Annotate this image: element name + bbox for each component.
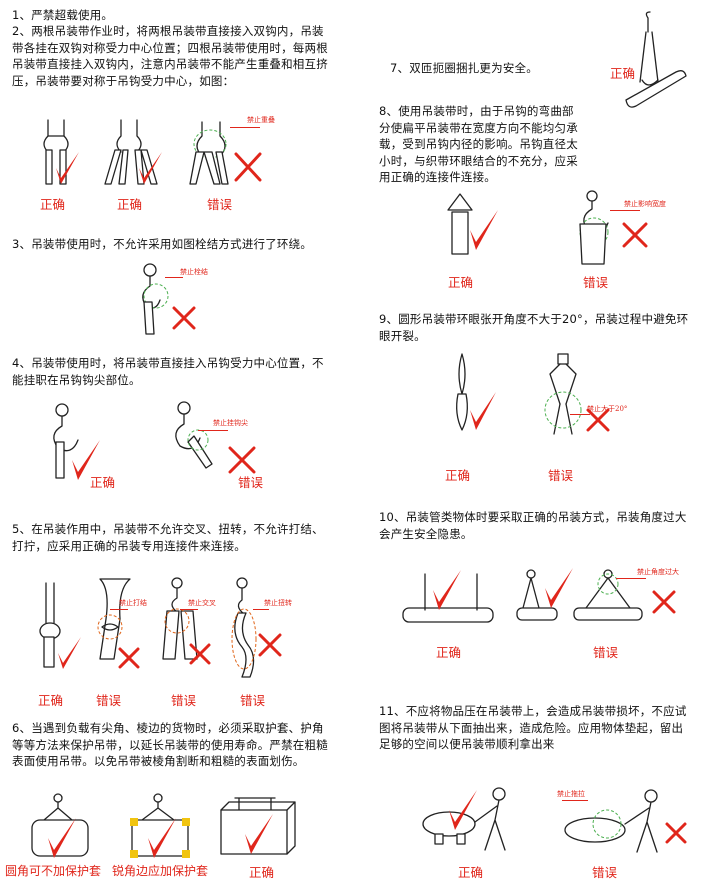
note-cross: 禁止交叉 [188,599,216,607]
fig11-correct-blocked [422,787,506,851]
note-width: 禁止影响宽度 [624,200,666,208]
fig10-label-correct: 正确 [436,645,462,660]
fig11-label-correct: 正确 [458,865,484,880]
fig5-correct-connector [39,582,81,669]
fig6-correct-box [220,797,296,855]
fig9-correct-eye [456,353,496,431]
fig8-label-wrong: 错误 [583,275,609,290]
fig6-sharp-corner [130,793,190,858]
fig4-correct [53,403,100,480]
fig6-round-corner [31,793,89,858]
fig9-label-correct: 正确 [445,468,471,483]
fig10-correct-basket [516,568,573,621]
note-tie: 禁止栓结 [180,268,208,276]
fig4-label-wrong: 错误 [238,475,264,490]
fig2-label-correct-2: 正确 [117,197,143,212]
fig10-wrong-angle [573,569,676,621]
fig5-wrong-cross [162,577,211,665]
fig2-label-wrong: 错误 [207,197,233,212]
fig10-correct-two-slings [402,570,494,623]
fig11-wrong-pull [564,789,687,853]
fig8-label-correct: 正确 [448,275,474,290]
rule-1-text: 1、严禁超载使用。 [12,8,114,22]
fig8-wrong-width [579,190,648,265]
note-angle-big: 禁止角度过大 [637,568,679,576]
fig3-wrong-tie [142,263,196,335]
fig7-choke-hitch [625,11,687,108]
rule-6-text: 6、当遇到负载有尖角、棱边的货物时，必须采取护套、护角等等方法来保护吊带，以延长… [12,721,328,768]
fig9-label-wrong: 错误 [548,468,574,483]
fig4-label-correct: 正确 [90,475,116,490]
rule-7-text: 7、双匝扼圈捆扎更为安全。 [390,61,538,75]
fig6-label-sharp: 锐角边应加保护套 [112,864,209,878]
rule-9-text: 9、圆形吊装带环眼张开角度不大于20°，吊装过程中避免环眼开裂。 [379,312,689,343]
fig7-label-correct: 正确 [610,66,636,81]
fig5-wrong-twist [231,577,282,678]
rule-8-text: 8、使用吊装带时，由于吊钩的弯曲部分使扁平吊装带在宽度方向不能均匀承载，受到吊钩… [379,104,578,184]
note-twist: 禁止扭转 [264,599,292,607]
fig9-wrong-angle [544,353,610,435]
fig5-label-wrong-3: 错误 [240,693,266,708]
note-pull: 禁止拖拉 [557,790,585,798]
rule-3-text: 3、吊装带使用时，不允许采用如图栓结方式进行了环绕。 [12,237,313,251]
fig2-correct-two-slings [43,119,79,185]
rule-5-text: 5、在吊装作用中，吊装带不允许交叉、扭转，不允许打结、打拧，应采用正确的吊装专用… [12,522,324,553]
fig5-label-wrong-1: 错误 [96,693,122,708]
fig2-correct-four-slings [104,119,162,185]
fig5-label-correct: 正确 [38,693,64,708]
fig6-label-round: 圆角可不加保护套 [5,864,102,878]
note-knot: 禁止打结 [119,599,147,607]
rule-11-text: 11、不应将物品压在吊装带上，会造成吊装带损坏，不应试图将吊装带从下面抽出来，造… [379,704,687,751]
fig8-correct-connector [447,193,498,255]
fig10-label-wrong: 错误 [593,645,619,660]
fig2-label-correct-1: 正确 [40,197,66,212]
fig5-wrong-knot [97,578,140,669]
note-angle20: 禁止大于20° [587,405,628,413]
note-hook-tip: 禁止挂钩尖 [213,419,248,427]
rule-10-text: 10、吊装管类物体时要采取正确的吊装方式，吊装角度过大会产生安全隐患。 [379,510,687,541]
rule-4-text: 4、吊装带使用时，将吊装带直接挂入吊钩受力中心位置，不能挂职在吊钩钩尖部位。 [12,356,324,387]
fig11-label-wrong: 错误 [592,865,618,880]
fig2-wrong-overlap [189,121,262,185]
note-overlap: 禁止重叠 [247,116,275,124]
fig6-label-correct: 正确 [249,865,275,880]
rule-2-text: 2、两根吊装带作业时，将两根吊装带直接接入双钩内，吊装带各挂在双钩对称受力中心位… [12,24,328,88]
fig5-label-wrong-2: 错误 [171,693,197,708]
fig4-wrong-hook-tip [175,401,256,474]
